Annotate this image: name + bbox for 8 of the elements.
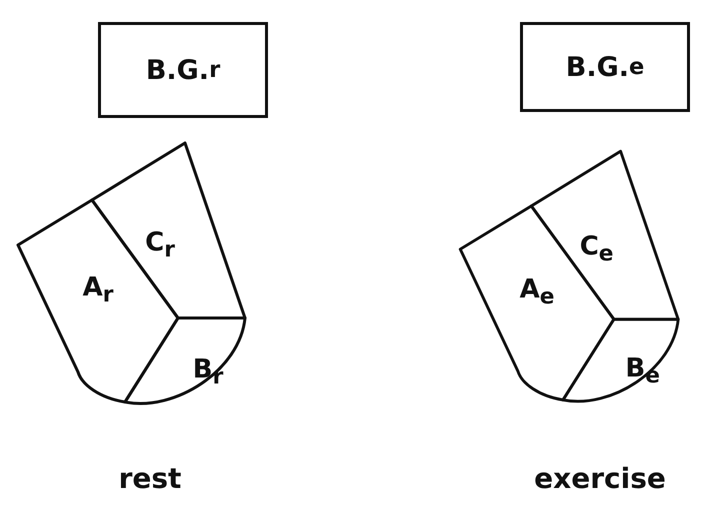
shield-region xyxy=(562,318,680,403)
caption-label: rest xyxy=(118,462,182,495)
region-label: C$_{r}$ xyxy=(145,227,175,263)
region-label: A$_{r}$ xyxy=(82,272,114,308)
region-label: C$_{e}$ xyxy=(580,232,614,267)
shield-region xyxy=(124,316,246,405)
region-label: A$_{e}$ xyxy=(520,274,554,310)
caption-label: exercise xyxy=(534,462,666,495)
